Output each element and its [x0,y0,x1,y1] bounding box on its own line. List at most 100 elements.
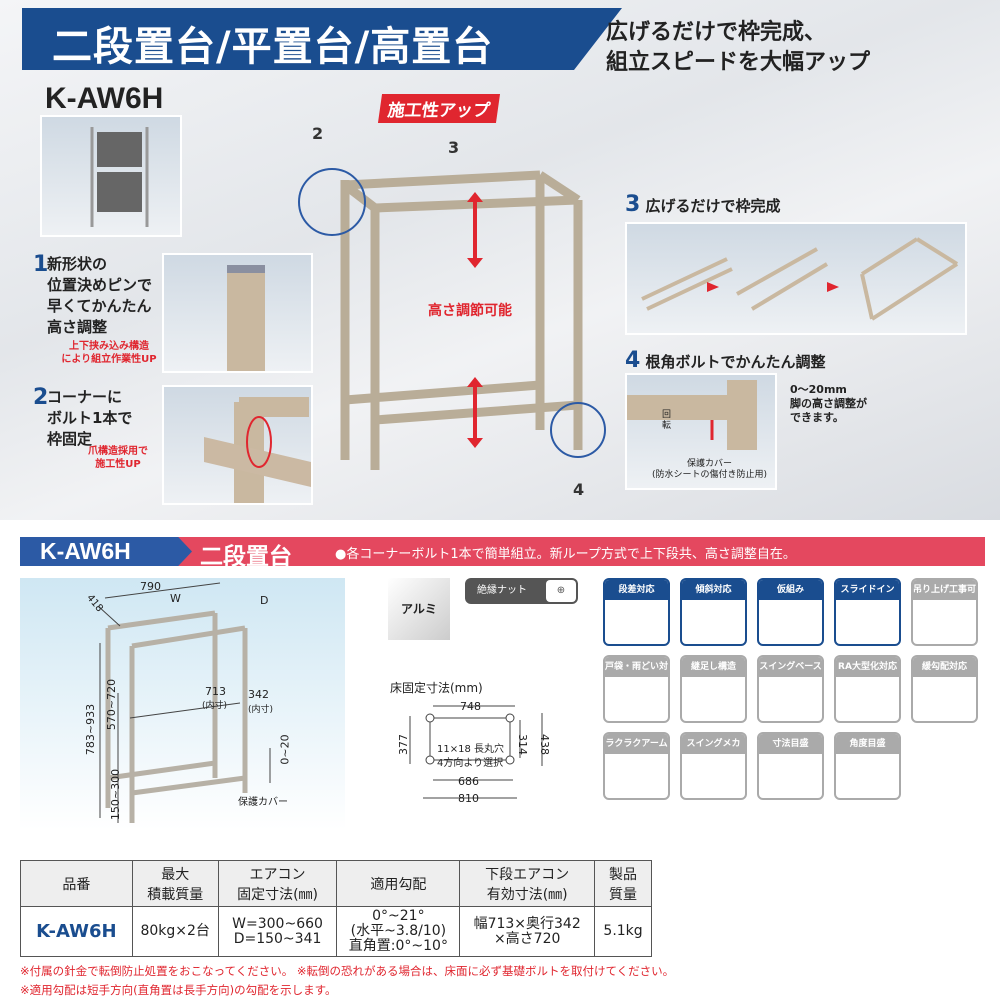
feature-icon-label: 吊り上げ工事可能 [913,580,976,600]
floor-hole-note: 4方向より選択 [437,758,504,769]
material-badge: アルミ [388,578,450,640]
feature-icon: 吊り上げ工事可能 [911,578,978,646]
feature-note: 上下挟み込み構造 により組立作業性UP [61,341,157,365]
feature-icon: 戸袋・雨どい対応 [603,655,670,723]
feature-icon-label: 角度目盛 [836,734,899,754]
pin-photo [162,253,313,373]
dim-d: D [260,594,269,607]
column-header: エアコン 固定寸法(㎜) [217,860,338,907]
feature-icon-label: ラクラクアーム [605,734,668,754]
column-header: 適用勾配 [336,860,461,907]
floor-314: 314 [516,734,529,755]
cover-label: 保護カバー [238,797,288,808]
dim-713: 713 [205,685,226,698]
model-number: K-AW6H [45,82,164,115]
table-cell: 5.1kg [594,906,652,957]
feature-text: コーナーに ボルト1本で 枠固定 [47,388,133,448]
spec-table: 品番最大 積載質量エアコン 固定寸法(㎜)適用勾配下段エアコン 有効寸法(㎜)製… [20,860,652,957]
column-header: 製品 質量 [594,860,652,907]
dim-790: 790 [140,580,161,593]
feature-icon: RA大型化対応 [834,655,901,723]
feature-icon: スライドイン [834,578,901,646]
feature-icon-label: スイングメカ [682,734,745,754]
table-cell: W=300~660 D=150~341 [217,906,338,957]
product-description: ●各コーナーボルト1本で簡単組立。新ループ方式で上下段共、高さ調整自在。 [335,547,796,562]
floor-810: 810 [458,792,479,805]
nut-badge: 絶縁ナット ⊕ [465,578,578,604]
feature-icon-label: 緩勾配対応 [913,657,976,677]
floor-dim-diagram [409,705,543,799]
rotate-label: 回 転 [662,410,672,431]
feature-icon-label: スライドイン [836,580,899,600]
floor-377: 377 [397,734,410,755]
dim-foot: 0~20 [278,734,292,765]
feature-icon-label: 仮組み [759,580,822,600]
height-adjust-label: 高さ調節可能 [428,303,512,319]
dim-height-upper: 570~720 [105,678,119,731]
dim-342-note: (内寸) [248,705,274,715]
floor-dim-title: 床固定寸法(mm) [390,681,483,695]
feature-icon-label: 継足し構造 [682,657,745,677]
note-2: ※適用勾配は短手方向(直角置は長手方向)の勾配を示します。 [20,983,337,997]
feature-icon: 緩勾配対応 [911,655,978,723]
feature-number: 3 [625,192,641,217]
feature-icon: ラクラクアーム [603,732,670,800]
feature-icon: 継足し構造 [680,655,747,723]
dim-342: 342 [248,688,269,701]
feature-text: 新形状の 位置決めピンで 早くてかんたん 高さ調整 [47,255,153,336]
nut-label: 絶縁ナット [477,585,527,596]
table-cell: 幅713×奥行342 ×高さ720 [459,906,596,957]
adjust-note: 0〜20mm 脚の高さ調整が できます。 [790,383,867,424]
feature-icon-label: RA大型化対応 [836,657,899,677]
note-1: ※付属の針金で転倒防止処置をおこなってください。 ※転倒の恐れがある場合は、床面… [20,964,675,978]
column-header: 品番 [20,860,133,907]
callout-2: 2 [312,124,324,143]
feature-icon: スイングベース [757,655,824,723]
dim-height-total: 783~933 [84,703,98,756]
feature-icon: 傾斜対応 [680,578,747,646]
catch-line-2: 組立スピードを大幅アップ [606,50,871,75]
column-header: 下段エアコン 有効寸法(㎜) [459,860,596,907]
corner-photo [162,385,313,505]
feature-text: 広げるだけで枠完成 [645,197,781,215]
floor-438: 438 [538,734,551,755]
feature-3: 3 広げるだけで枠完成 [625,192,781,217]
callout-4: 4 [573,480,585,499]
feature-icon-label: 寸法目盛 [759,734,822,754]
feature-icon: 角度目盛 [834,732,901,800]
page-title: 二段置台/平置台/高置台 [52,24,494,70]
feature-icon: 仮組み [757,578,824,646]
floor-748: 748 [460,700,481,713]
feature-text: 根角ボルトでかんたん調整 [645,353,826,371]
table-header-row: 品番最大 積載質量エアコン 固定寸法(㎜)適用勾配下段エアコン 有効寸法(㎜)製… [20,860,652,907]
callout-3: 3 [448,138,460,157]
floor-hole: 11×18 長丸穴 [437,744,505,755]
table-cell: 0°~21° (水平~3.8/10) 直角置:0°~10° [336,906,461,957]
feature-number: 1 [33,252,49,277]
feature-icon-label: スイングベース [759,657,822,677]
feature-icon-label: 段差対応 [605,580,668,600]
cover-label: 保護カバー (防水シートの傷付き防止用) [651,459,768,480]
nut-icon: ⊕ [546,580,576,602]
column-header: 最大 積載質量 [131,860,219,907]
feature-icon: 段差対応 [603,578,670,646]
feature-number: 2 [33,385,49,410]
dimension-diagram: 790 418 W D 783~933 570~720 150~300 0~20… [20,578,345,830]
floor-686: 686 [458,775,479,788]
feature-icon-label: 戸袋・雨どい対応 [605,657,668,677]
title-banner: 二段置台/平置台/高置台 [22,8,622,70]
product-type: 二段置台 [200,544,292,570]
product-model: K-AW6H [40,538,131,564]
install-photo [40,115,182,237]
frame-illustration [298,168,606,470]
product-model-tab: K-AW6H [20,537,192,566]
feature-icon: スイングメカ [680,732,747,800]
bolt-photo: 回 転 保護カバー (防水シートの傷付き防止用) [625,373,777,490]
feature-number: 4 [625,348,641,373]
unfold-photos [625,222,967,335]
feature-icon-label: 傾斜対応 [682,580,745,600]
dim-height-lower: 150~300 [109,768,123,821]
feature-4: 4 根角ボルトでかんたん調整 [625,348,826,373]
catch-copy: 広げるだけで枠完成、組立スピードを大幅アップ [606,18,870,78]
feature-note: 爪構造採用で 施工性UP [88,446,148,470]
